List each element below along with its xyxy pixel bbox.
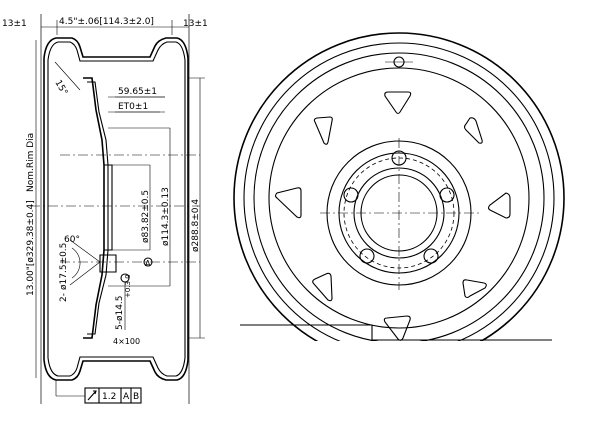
dim-100-label: 4×100 [113, 337, 140, 346]
bolt-holes [343, 150, 455, 264]
top-flange-inner [47, 41, 186, 62]
vent-hole [274, 187, 302, 219]
bottom-flange-profile [43, 359, 189, 381]
bolt-tol-label: +0.3 0 [124, 274, 132, 298]
gdt-datum-b: B [133, 392, 139, 402]
vent-hole [463, 117, 483, 144]
valve-hole-label: ø17.5±0.5 [59, 243, 69, 290]
valve-leader [69, 261, 101, 286]
valve-hole-section [99, 254, 117, 273]
gdt-tolerance-value: 1.2 [102, 392, 116, 402]
runout-arrow-icon [87, 390, 97, 401]
center-bore-outer [353, 167, 445, 259]
pcd-label: ø114.3±0.13 [161, 187, 171, 246]
bolt-circle-dim-label: 4.5"±.06[114.3±2.0] [59, 17, 154, 27]
flange-left-label: 13±1 [2, 19, 27, 29]
disc-edge-circle [268, 67, 530, 329]
gdt-frame: 1.2 A B [55, 380, 142, 404]
angle-leader [54, 61, 81, 91]
vent-hole [384, 91, 412, 115]
center-bore-label: ø83.82±0.5 [141, 190, 151, 243]
datum-a-letter: A [145, 259, 151, 268]
bolt-hole [423, 248, 439, 264]
bolt-hole [391, 150, 407, 166]
vent-hole [462, 279, 487, 299]
overall-dia-label: ø288.8±0.4 [191, 199, 201, 252]
rim-profile-view: 13±1 4.5"±.06[114.3±2.0] 13±1 15° 59.65±… [2, 14, 208, 404]
flange-right-label: 13±1 [183, 19, 208, 29]
top-flange-profile [43, 37, 189, 59]
bottom-flange-inner [47, 356, 186, 377]
nom-rim-dia-label: Nom.Rim Dia [26, 133, 36, 192]
disc-depth-label: 59.65±1 [118, 87, 157, 97]
valve-leader [69, 239, 101, 263]
valve-qty-label: 2- [59, 293, 69, 302]
offset-label: ET0±1 [118, 102, 148, 112]
bolt-holes-label: 5-ø14.5 [115, 295, 125, 330]
vent-hole [312, 272, 333, 302]
disc-profile-outer [83, 77, 105, 339]
valve-angle-arc [71, 247, 81, 279]
valve-angle-label: 60° [64, 235, 80, 245]
hub-face [104, 164, 113, 251]
vent-hole [313, 116, 333, 145]
section-mask [230, 341, 570, 381]
bolt-hole [439, 187, 455, 203]
section-break-line [240, 324, 552, 341]
gdt-datum-a: A [123, 392, 130, 402]
bolt-hole [359, 248, 375, 264]
disc-profile-inner [87, 81, 109, 335]
datum-a-circle [143, 257, 153, 267]
bolt-hole [343, 187, 359, 203]
gdt-frame-box [84, 387, 142, 404]
vent-hole [487, 192, 511, 219]
wheel-front-view [230, 32, 570, 381]
rim-dia-label: 13.00"[ø329.38±0.4] [26, 200, 36, 296]
angle-15-label: 15° [52, 79, 69, 98]
